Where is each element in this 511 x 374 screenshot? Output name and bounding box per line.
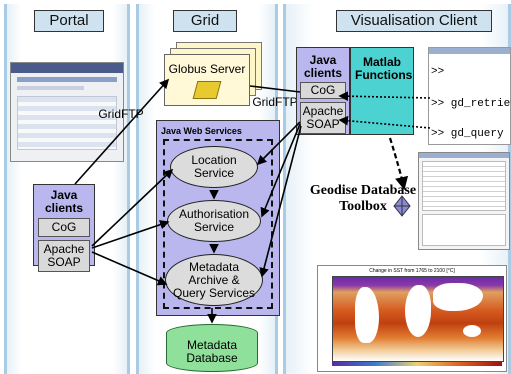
portal-screenshot: [10, 62, 124, 162]
continent-americas: [355, 287, 379, 343]
continent-asia: [433, 283, 483, 311]
portal-header: Portal: [34, 10, 104, 32]
gridftp-label-left: GridFTP: [98, 107, 144, 121]
toolbox-icon: [393, 195, 411, 217]
metadata-services-label: Metadata Archive & Query Services: [172, 259, 256, 300]
portal-cog: CoG: [38, 218, 90, 237]
authorisation-service-label: Authorisation Service: [178, 207, 250, 234]
continent-africa-europe: [405, 285, 431, 337]
portal-java-clients-title: Java clients: [44, 188, 83, 215]
sst-map-plot: [332, 276, 504, 362]
java-web-services-label: Java Web Services: [161, 126, 242, 136]
query-gui-screenshot: [418, 152, 510, 250]
client-header: Visualisation Client: [336, 10, 492, 32]
globus-server-box: Globus Server: [164, 54, 250, 106]
matlab-functions-box: Matlab Functions: [350, 47, 414, 135]
sst-change-map: Change in SST from 1765 to 2100 [°C]: [317, 265, 507, 372]
client-java-clients-title: Java clients: [303, 53, 342, 80]
matlab-prompt-gd-retrieve: >> gd_retrieve: [431, 98, 511, 110]
metadata-archive-query-services: Metadata Archive & Query Services: [165, 254, 263, 306]
client-java-clients-box: Java clients CoG Apache SOAP: [296, 47, 350, 135]
portal-java-clients-box: Java clients CoG Apache SOAP: [33, 184, 95, 272]
location-service: Location Service: [170, 146, 258, 188]
globus-server-label: Globus Server: [168, 62, 246, 76]
portal-apache-soap: Apache SOAP: [38, 240, 90, 272]
grid-header: Grid: [173, 10, 237, 32]
metadata-database-label: Metadata Database: [186, 338, 238, 365]
gridftp-label-right: GridFTP: [252, 95, 298, 109]
authorisation-service: Authorisation Service: [167, 200, 261, 242]
client-cog: CoG: [300, 82, 346, 99]
matlab-functions-label: Matlab Functions: [355, 55, 413, 82]
metadata-database: Metadata Database: [166, 324, 258, 372]
continent-australia: [463, 325, 481, 337]
matlab-prompt-1: >>: [431, 66, 445, 78]
sst-colorbar: [332, 362, 502, 366]
geodise-database-toolbox-label: Geodise Database Toolbox: [309, 183, 417, 214]
matlab-prompt-gd-query: >> gd_query: [431, 128, 504, 140]
location-service-label: Location Service: [191, 153, 237, 180]
sst-map-title: Change in SST from 1765 to 2100 [°C]: [369, 268, 455, 274]
